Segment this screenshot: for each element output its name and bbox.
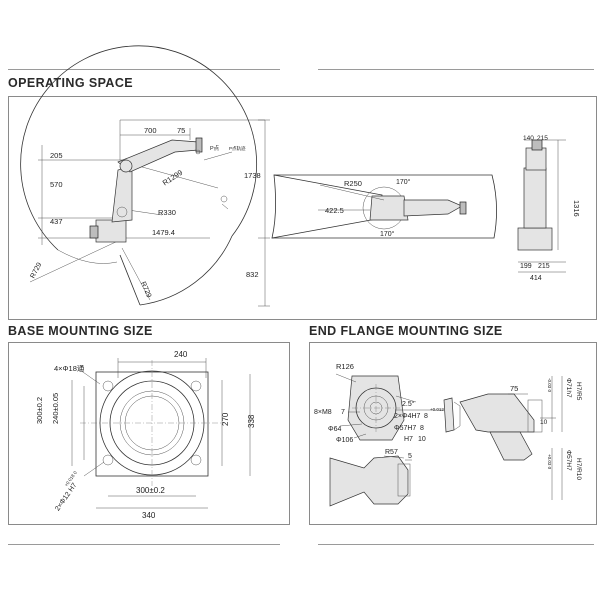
front-view-drawing: 140 215 1316 199 215 414 bbox=[517, 135, 581, 282]
dim-270: 270 bbox=[221, 412, 230, 426]
label-tol-012: +0.012 0 bbox=[430, 407, 448, 412]
dim-300-horizontal: 300±0.2 bbox=[136, 486, 165, 495]
dim-414: 414 bbox=[530, 275, 542, 282]
flange-side-view bbox=[459, 393, 535, 433]
section-title-operating-space: OPERATING SPACE bbox=[8, 76, 133, 90]
label-d57h7: Φ57H7 bbox=[394, 425, 416, 432]
reach-envelope-lower bbox=[139, 235, 233, 306]
label-h7-r10: H7/R10 bbox=[575, 458, 582, 480]
label-holes: 4×Φ18通 bbox=[54, 363, 85, 373]
top-arm bbox=[403, 199, 463, 217]
dim-4225: 422.5 bbox=[325, 206, 344, 215]
section-rule-operating bbox=[8, 69, 280, 70]
reach-envelope-outer bbox=[20, 45, 257, 251]
dim-300-vertical: 300±0.2 bbox=[35, 397, 44, 424]
label-8xm8: 8×M8 bbox=[314, 409, 332, 416]
angle-25: 2.5° bbox=[402, 400, 415, 408]
end-flange-drawing: R126 2.5° 8×M8 7 2×Φ4H7 8 +0.012 0 Φ57H7… bbox=[314, 362, 582, 507]
mount-hole-br bbox=[190, 454, 202, 466]
dim-5: 5 bbox=[408, 453, 412, 460]
dim-437: 437 bbox=[50, 217, 63, 226]
mount-hole-tl bbox=[102, 380, 114, 392]
dim-75-flange: 75 bbox=[510, 384, 518, 393]
bottom-rule-right bbox=[318, 544, 594, 545]
dim-215-top: 215 bbox=[537, 135, 548, 142]
top-base bbox=[369, 195, 409, 221]
p-point-label: P点 bbox=[210, 145, 220, 152]
dim-r250: R250 bbox=[344, 179, 362, 188]
label-depth-8: 8 bbox=[424, 413, 428, 420]
dim-338: 338 bbox=[247, 414, 256, 428]
base-mounting-panel bbox=[8, 342, 290, 525]
dim-1479: 1479.4 bbox=[152, 228, 175, 237]
base-mounting-drawing: 240 4×Φ18通 270 338 300±0.2 240±0.05 2×Φ1… bbox=[35, 350, 256, 520]
angle-170-bottom: 170° bbox=[380, 230, 395, 238]
dim-240-vertical: 240±0.05 bbox=[51, 393, 60, 424]
top-view-drawing: R250 422.5 170° 170° bbox=[271, 174, 497, 239]
dim-75: 75 bbox=[177, 126, 185, 135]
dim-199: 199 bbox=[520, 263, 532, 270]
dim-205: 205 bbox=[50, 151, 63, 160]
robot-base-side bbox=[95, 219, 127, 243]
front-column bbox=[523, 167, 547, 229]
dim-d57-tolerance: +0.03 0 bbox=[547, 454, 552, 470]
label-depth-8b: 8 bbox=[420, 425, 424, 432]
dim-215-bottom: 215 bbox=[538, 263, 550, 270]
dim-d71-tolerance: -0.03 0 bbox=[547, 378, 552, 393]
dim-d106: Φ106 bbox=[336, 437, 353, 444]
flange-lower-section bbox=[329, 455, 409, 507]
front-base bbox=[517, 227, 553, 251]
bottom-rule-left bbox=[8, 544, 280, 545]
reach-envelope-inner bbox=[57, 249, 118, 264]
dim-10-flange: 10 bbox=[540, 419, 548, 426]
label-depth-7: 7 bbox=[341, 409, 345, 416]
dim-240-base: 240 bbox=[174, 350, 188, 359]
section-title-end-flange: END FLANGE MOUNTING SIZE bbox=[309, 324, 503, 338]
label-h7: H7 bbox=[404, 436, 413, 443]
angle-170-top: 170° bbox=[396, 178, 411, 186]
dim-r126: R126 bbox=[336, 362, 354, 371]
mount-hole-bl bbox=[102, 454, 114, 466]
robot-lower-arm bbox=[111, 165, 133, 223]
dim-r57: R57 bbox=[385, 449, 398, 456]
dim-r729-right: R729 bbox=[139, 281, 152, 299]
p-track-label: P点轨迹 bbox=[229, 145, 246, 152]
dim-570: 570 bbox=[50, 180, 63, 189]
label-h7-r5: H7/R5 bbox=[575, 382, 582, 401]
dim-700: 700 bbox=[144, 126, 157, 135]
dim-d57h7: Φ57H7 bbox=[565, 450, 572, 471]
operating-space-panel bbox=[8, 96, 597, 320]
dim-340: 340 bbox=[142, 511, 156, 520]
label-10: 10 bbox=[418, 436, 426, 443]
dim-r1299: R1299 bbox=[161, 168, 184, 188]
dim-d71h7: Φ71h7 bbox=[565, 378, 572, 398]
mount-hole-tr bbox=[190, 380, 202, 392]
dim-d64: Φ64 bbox=[328, 426, 341, 433]
section-rule-operating-right bbox=[318, 69, 594, 70]
dim-832: 832 bbox=[246, 270, 259, 279]
dim-140: 140 bbox=[523, 135, 534, 142]
dim-1738: 1738 bbox=[244, 171, 261, 180]
side-view-drawing: 700 75 205 570 437 R1299 R330 1479.4 R72… bbox=[20, 45, 270, 307]
dim-r330: R330 bbox=[158, 208, 176, 217]
section-title-base-mounting: BASE MOUNTING SIZE bbox=[8, 324, 153, 338]
dim-1316: 1316 bbox=[572, 200, 581, 217]
label-2x4h7: 2×Φ4H7 bbox=[394, 413, 421, 420]
top-reach-envelope bbox=[272, 174, 497, 239]
